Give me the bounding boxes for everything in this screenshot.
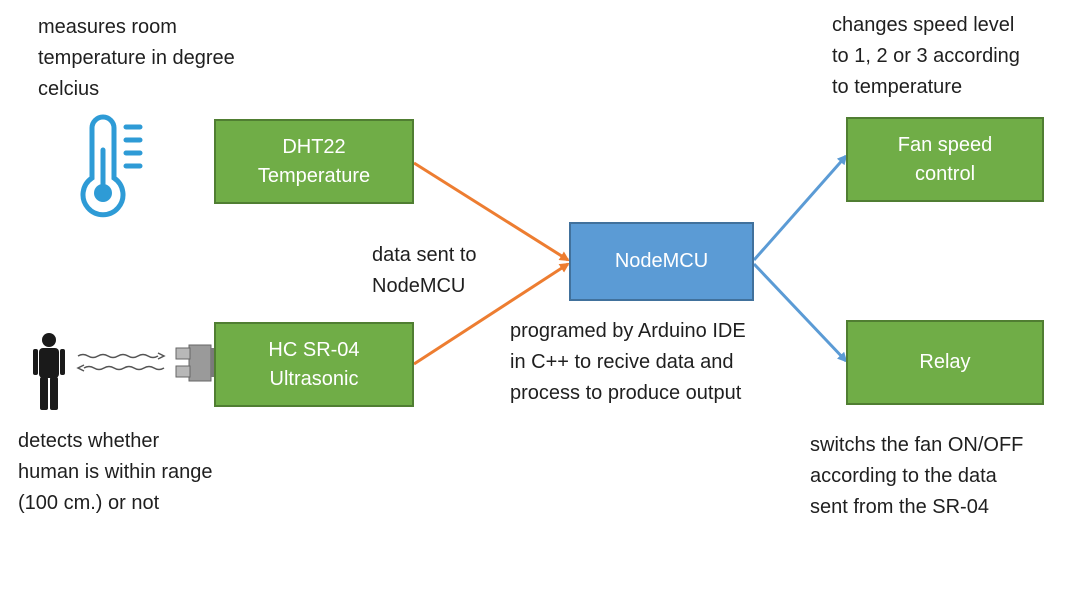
relay-box: Relay	[846, 320, 1044, 405]
human-detection-note-line: detects whether	[18, 430, 160, 452]
fan-speed-control-box: Fan speed control	[846, 117, 1044, 202]
fan-speed-control-box-line: control	[914, 162, 976, 185]
programming-note-line: in C++ to recive data and	[510, 351, 734, 373]
arrow-nodemcu-to-relay	[752, 262, 848, 363]
temperature-note-line: measures room	[38, 16, 177, 38]
arrow-dht22-to-nodemcu	[413, 161, 570, 262]
human-detection-note-line: human is within range	[18, 461, 213, 483]
arrow-nodemcu-to-fan	[752, 154, 848, 261]
programming-note-line: process to produce output	[510, 382, 742, 404]
data-sent-note-line: data sent to	[372, 244, 477, 266]
sound-wave-icon	[76, 352, 166, 372]
dht22-box-line: DHT22	[282, 135, 346, 158]
hcsr04-box-line: HC SR-04	[268, 338, 360, 361]
dht22-box-line: Temperature	[257, 164, 371, 187]
speed-note-line: changes speed level	[832, 14, 1015, 36]
programming-note-line: programed by Arduino IDE	[510, 320, 746, 342]
person-icon	[33, 333, 65, 410]
data-sent-note-line: NodeMCU	[372, 275, 466, 297]
temperature-note-line: celcius	[38, 78, 100, 100]
fan-speed-control-box-line: Fan speed	[897, 133, 993, 156]
relay-box-label: Relay	[919, 351, 971, 373]
nodemcu-box: NodeMCU	[569, 222, 754, 301]
temperature-note: measures room temperature in degree celc…	[38, 12, 235, 105]
temperature-note-line: temperature in degree	[38, 47, 235, 69]
dht22-box: DHT22 Temperature	[214, 119, 414, 204]
human-detection-note: detects whether human is within range (1…	[18, 426, 213, 519]
ultrasonic-sensor-icon	[175, 344, 216, 382]
speed-note-line: to temperature	[832, 76, 963, 98]
human-detection-note-line: (100 cm.) or not	[18, 492, 160, 514]
arrow-hcsr04-to-nodemcu	[413, 262, 570, 366]
relay-note: switchs the fan ON/OFF according to the …	[810, 430, 1023, 523]
programming-note: programed by Arduino IDE in C++ to reciv…	[510, 316, 746, 409]
relay-note-line: switchs the fan ON/OFF	[810, 434, 1024, 456]
hcsr04-box: HC SR-04 Ultrasonic	[214, 322, 414, 407]
speed-note-line: to 1, 2 or 3 according	[832, 45, 1020, 67]
hcsr04-box-line: Ultrasonic	[269, 367, 359, 390]
relay-note-line: according to the data	[810, 465, 997, 487]
thermometer-icon	[80, 114, 143, 218]
speed-note: changes speed level to 1, 2 or 3 accordi…	[832, 10, 1020, 103]
nodemcu-box-label: NodeMCU	[614, 250, 709, 272]
relay-note-line: sent from the SR-04	[810, 496, 989, 518]
data-sent-note: data sent to NodeMCU	[372, 240, 477, 302]
